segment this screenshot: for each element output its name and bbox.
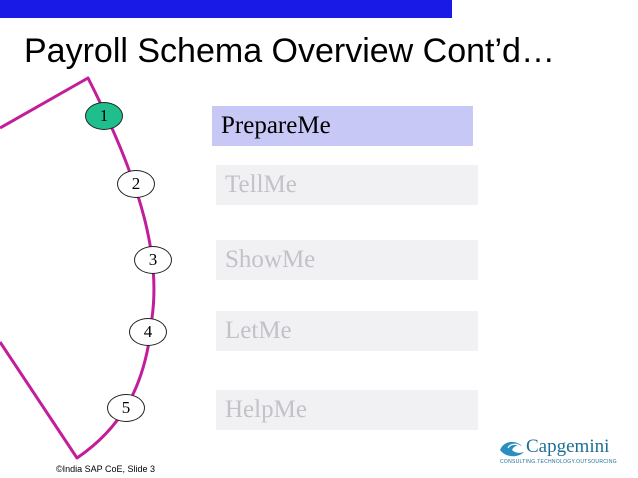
step-item-letme[interactable]: LetMe xyxy=(216,311,478,351)
capgemini-logo: Capgemini CONSULTING.TECHNOLOGY.OUTSOURC… xyxy=(498,436,622,470)
step-number: 4 xyxy=(143,322,153,341)
step-item-helpme[interactable]: HelpMe xyxy=(216,390,478,430)
step-node-1[interactable]: 1 xyxy=(85,102,123,130)
logo-name: Capgemini xyxy=(526,436,610,457)
logo-tagline: CONSULTING.TECHNOLOGY.OUTSOURCING xyxy=(500,459,617,465)
step-number: 2 xyxy=(131,174,141,193)
slide-footer: ©India SAP CoE, Slide 3 xyxy=(56,464,156,474)
slide-title: Payroll Schema Overview Cont’d… xyxy=(24,32,555,70)
step-node-3[interactable]: 3 xyxy=(134,246,172,274)
step-node-4[interactable]: 4 xyxy=(129,318,167,346)
step-number: 5 xyxy=(121,398,131,417)
step-node-5[interactable]: 5 xyxy=(107,394,145,422)
step-item-tellme[interactable]: TellMe xyxy=(216,165,478,205)
step-item-showme[interactable]: ShowMe xyxy=(216,240,478,280)
step-number: 3 xyxy=(148,250,158,269)
step-item-prepareme[interactable]: PrepareMe xyxy=(212,106,473,146)
step-number: 1 xyxy=(99,106,109,125)
top-accent-bar xyxy=(0,0,452,18)
spade-icon xyxy=(500,441,524,457)
step-node-2[interactable]: 2 xyxy=(117,170,155,198)
